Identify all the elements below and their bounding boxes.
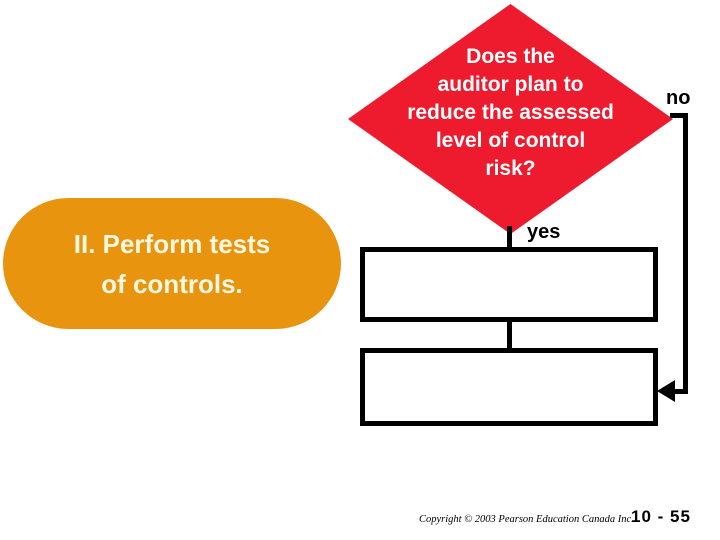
decision-diamond-text: Does the auditor plan to reduce the asse… xyxy=(407,45,614,180)
process-box-2 xyxy=(360,348,658,426)
copyright-text: Copyright © 2003 Pearson Education Canad… xyxy=(419,514,634,525)
box-connector xyxy=(507,318,512,352)
arrow-left-icon xyxy=(657,380,675,402)
phase-pill-text: II. Perform tests of controls. xyxy=(73,228,271,299)
phase-pill: II. Perform tests of controls. xyxy=(3,198,341,329)
no-connector-vertical xyxy=(683,113,688,394)
no-connector-horizontal xyxy=(673,389,688,394)
yes-connector xyxy=(507,226,512,252)
no-branch-label: no xyxy=(666,87,691,109)
page-number: 10 - 55 xyxy=(631,507,691,526)
decision-diamond: Does the auditor plan to reduce the asse… xyxy=(348,4,673,234)
yes-branch-label: yes xyxy=(527,221,561,243)
process-box-1 xyxy=(360,247,658,322)
no-connector-stub xyxy=(670,113,688,118)
